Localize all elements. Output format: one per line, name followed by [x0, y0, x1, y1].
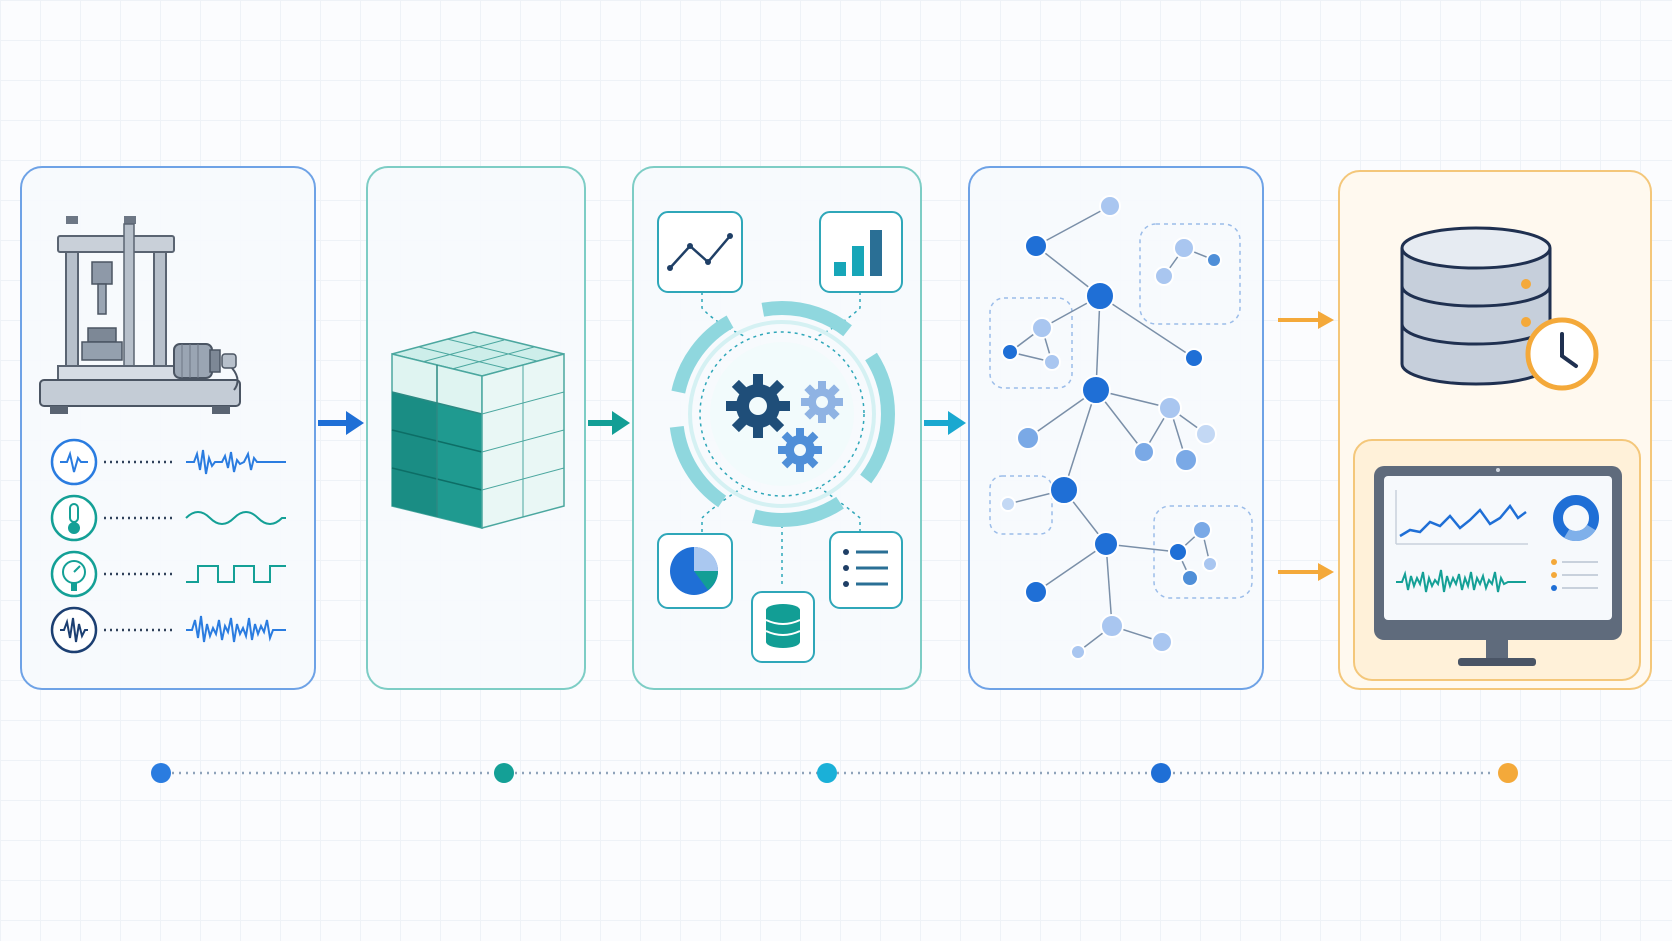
timeline-marker-1 — [151, 763, 171, 783]
data-cube-stage-panel — [366, 166, 586, 690]
pressure-gauge-icon — [50, 550, 98, 598]
list-icon — [829, 531, 903, 609]
timeline-marker-3 — [817, 763, 837, 783]
vibration-signal-wave — [186, 449, 286, 475]
database-clock-icon — [1400, 226, 1599, 391]
testing-machine-icon — [39, 216, 241, 414]
pressure-signal-wave — [186, 565, 286, 583]
acoustic-signal-wave — [186, 615, 286, 643]
timeline-marker-5 — [1498, 763, 1518, 783]
data-cube-icon — [391, 331, 565, 529]
bar-chart-icon — [819, 211, 903, 293]
database-icon — [751, 591, 815, 663]
flow-arrow-1 — [318, 411, 364, 435]
flow-arrow-3 — [924, 411, 966, 435]
timeline-marker-4 — [1151, 763, 1171, 783]
processing-stage-panel — [632, 166, 922, 690]
flow-arrow-4b — [1278, 563, 1334, 581]
acoustic-sensor-icon — [50, 606, 98, 654]
graph-stage-panel — [968, 166, 1264, 690]
pie-chart-icon — [657, 533, 733, 609]
flow-arrow-2 — [588, 411, 630, 435]
line-chart-icon — [657, 211, 743, 293]
output-stage-panel — [1338, 170, 1652, 690]
temperature-signal-wave — [185, 511, 286, 525]
sensor-stage-panel — [20, 166, 316, 690]
vibration-sensor-icon — [50, 438, 98, 486]
monitor-dashboard-icon — [1374, 466, 1622, 666]
knowledge-graph-icon — [989, 195, 1253, 660]
flow-arrow-4a — [1278, 311, 1334, 329]
gears-icon — [726, 374, 843, 472]
thermometer-icon — [50, 494, 98, 542]
timeline-marker-2 — [494, 763, 514, 783]
